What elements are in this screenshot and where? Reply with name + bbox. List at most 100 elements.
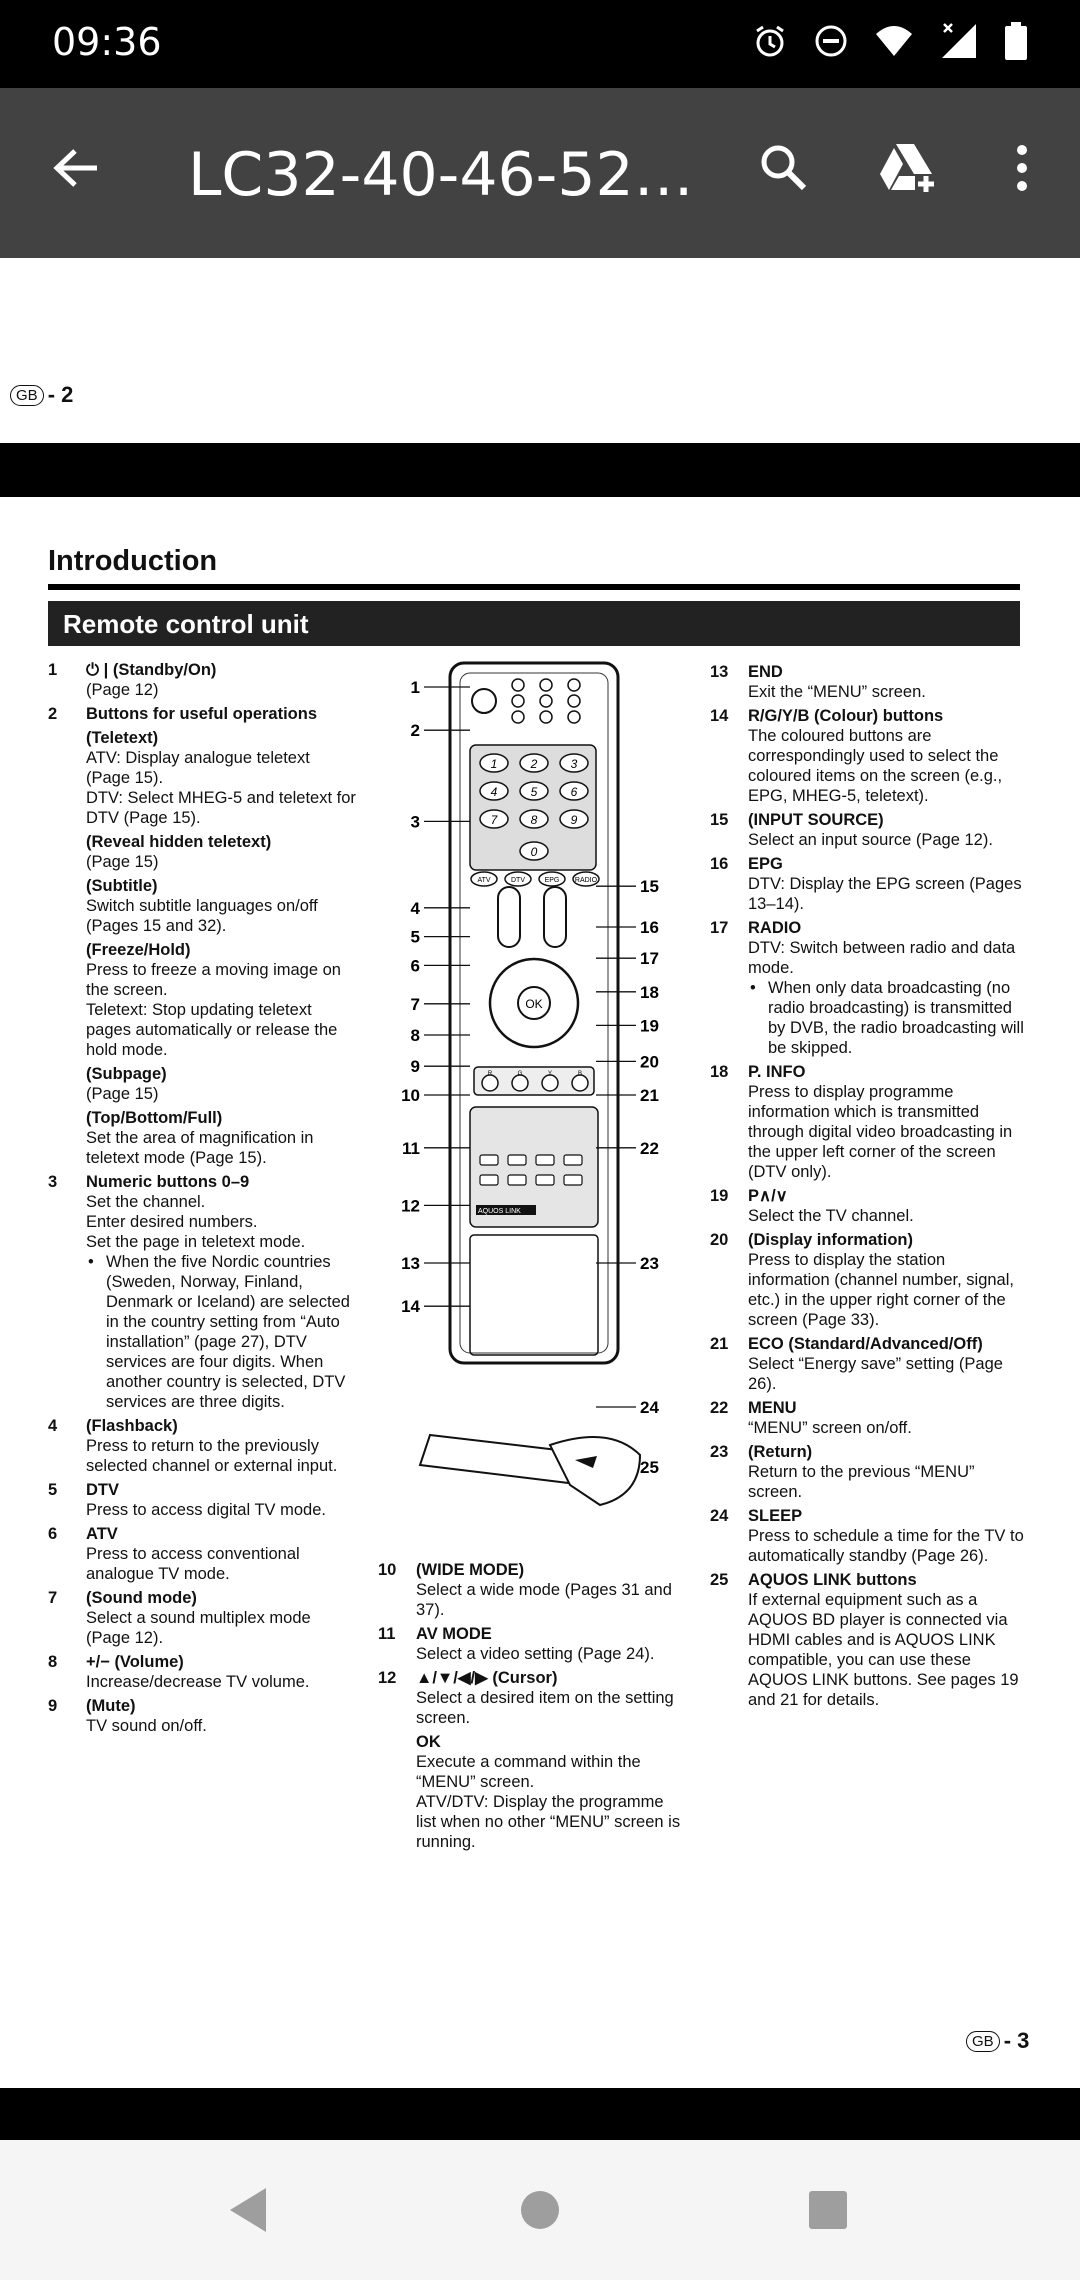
lower-key: [507, 1154, 527, 1166]
nav-home-button[interactable]: [500, 2170, 580, 2250]
item-desc: Return to the previous “MENU” screen.: [748, 1463, 975, 1501]
item-desc: Press to display the station information…: [748, 1251, 1014, 1329]
subsection-heading: Remote control unit: [48, 601, 1020, 646]
item-desc: (Page 12): [86, 681, 159, 699]
item-number: 1: [48, 661, 58, 679]
lower-key: [563, 1174, 583, 1186]
remote-item: (Subpage)(Page 15): [48, 1064, 358, 1104]
lower-key: [535, 1174, 555, 1186]
small-button: [511, 694, 525, 708]
item-title: (WIDE MODE): [416, 1561, 525, 1579]
atv-label: ATV: [477, 877, 490, 884]
numpad-key: [519, 781, 549, 801]
callout-label: 24: [640, 1398, 659, 1417]
small-button: [567, 678, 581, 692]
item-number: 8: [48, 1653, 58, 1671]
do-not-disturb-icon: [814, 24, 848, 58]
item-number: 20: [710, 1231, 729, 1249]
item-desc: DTV: Display the EPG screen (Pages 13–14…: [748, 875, 1022, 913]
item-desc: Select a video setting (Page 24).: [416, 1645, 655, 1663]
callout-label: 17: [640, 949, 659, 968]
remote-item: 15(INPUT SOURCE)Select an input source (…: [710, 810, 1025, 850]
item-number: 18: [710, 1063, 729, 1081]
lower-key: [479, 1154, 499, 1166]
remote-item: (Top/Bottom/Full)Set the area of magnifi…: [48, 1108, 358, 1168]
item-desc: Set the channel.: [86, 1193, 206, 1211]
item-desc: The coloured buttons are correspondingly…: [748, 727, 1003, 805]
column-2: 10(WIDE MODE)Select a wide mode (Pages 3…: [378, 1560, 688, 1856]
aquos-link-buttons: [479, 1154, 583, 1186]
item-number: 24: [710, 1507, 729, 1525]
item-desc: Press to display programme information w…: [748, 1083, 1013, 1181]
arrow-back-icon: [53, 149, 97, 187]
numpad-key: [519, 809, 549, 829]
lower-key: [563, 1154, 583, 1166]
small-button: [511, 678, 525, 692]
item-desc: Press to access digital TV mode.: [86, 1501, 326, 1519]
lower-key: [479, 1174, 499, 1186]
callout-label: 2: [411, 721, 420, 740]
callout-label: 10: [401, 1086, 420, 1105]
item-desc: (Page 15): [86, 853, 159, 871]
add-to-drive-button[interactable]: [868, 128, 948, 208]
item-number: 21: [710, 1335, 729, 1353]
item-title: (Mute): [86, 1697, 136, 1715]
item-number: 5: [48, 1481, 58, 1499]
callout-label: 14: [401, 1297, 420, 1316]
callout-label: 13: [401, 1254, 420, 1273]
numpad-label: 5: [531, 785, 538, 799]
remote-item: 23(Return)Return to the previous “MENU” …: [710, 1442, 1025, 1502]
item-title: (Subpage): [86, 1065, 167, 1083]
numpad-key: [479, 753, 509, 773]
epg-label: EPG: [545, 877, 560, 884]
item-title: RADIO: [748, 919, 802, 937]
remote-item: (Freeze/Hold)Press to freeze a moving im…: [48, 940, 358, 1060]
back-button[interactable]: [36, 128, 116, 208]
remote-item: 7(Sound mode)Select a sound multiplex mo…: [48, 1588, 358, 1648]
numpad-label: 8: [531, 813, 538, 827]
item-title: AV MODE: [416, 1625, 492, 1643]
search-button[interactable]: [744, 128, 824, 208]
page-number-text: - 2: [47, 382, 74, 407]
item-desc: Select an input source (Page 12).: [748, 831, 993, 849]
item-title: (INPUT SOURCE): [748, 811, 884, 829]
more-options-button[interactable]: [982, 128, 1062, 208]
item-desc: TV sound on/off.: [86, 1717, 207, 1735]
item-desc: ATV: Display analogue teletext (Page 15)…: [86, 749, 310, 787]
search-icon: [761, 145, 807, 191]
callout-label: 8: [411, 1026, 420, 1045]
callout-label: 7: [411, 995, 420, 1014]
remote-item: 1⏻ | (Standby/On)(Page 12): [48, 660, 358, 700]
app-bar: LC32-40-46-52LE...: [0, 88, 1080, 258]
more-vert-icon: [1017, 145, 1027, 191]
remote-item: 12▲/▼/◀/▶ (Cursor)Select a desired item …: [378, 1668, 688, 1728]
item-number: 14: [710, 707, 729, 725]
gb-badge: GB: [10, 384, 44, 406]
item-desc: Teletext: Stop updating teletext pages a…: [86, 1001, 338, 1059]
item-desc: Press to access conventional analogue TV…: [86, 1545, 300, 1583]
numpad-label: 6: [571, 785, 578, 799]
item-title: END: [748, 663, 783, 681]
nav-back-button[interactable]: [208, 2170, 288, 2250]
item-desc: Exit the “MENU” screen.: [748, 683, 926, 701]
item-title: MENU: [748, 1399, 797, 1417]
callout-label: 25: [640, 1458, 659, 1477]
item-number: 12: [378, 1669, 397, 1687]
item-desc: Press to freeze a moving image on the sc…: [86, 961, 341, 999]
callout-label: 23: [640, 1254, 659, 1273]
numpad-key: [559, 809, 589, 829]
item-title: ECO (Standard/Advanced/Off): [748, 1335, 983, 1353]
callout-label: 1: [411, 678, 420, 697]
callout-label: 22: [640, 1139, 659, 1158]
nav-recents-button[interactable]: [788, 2170, 868, 2250]
item-number: 9: [48, 1697, 58, 1715]
